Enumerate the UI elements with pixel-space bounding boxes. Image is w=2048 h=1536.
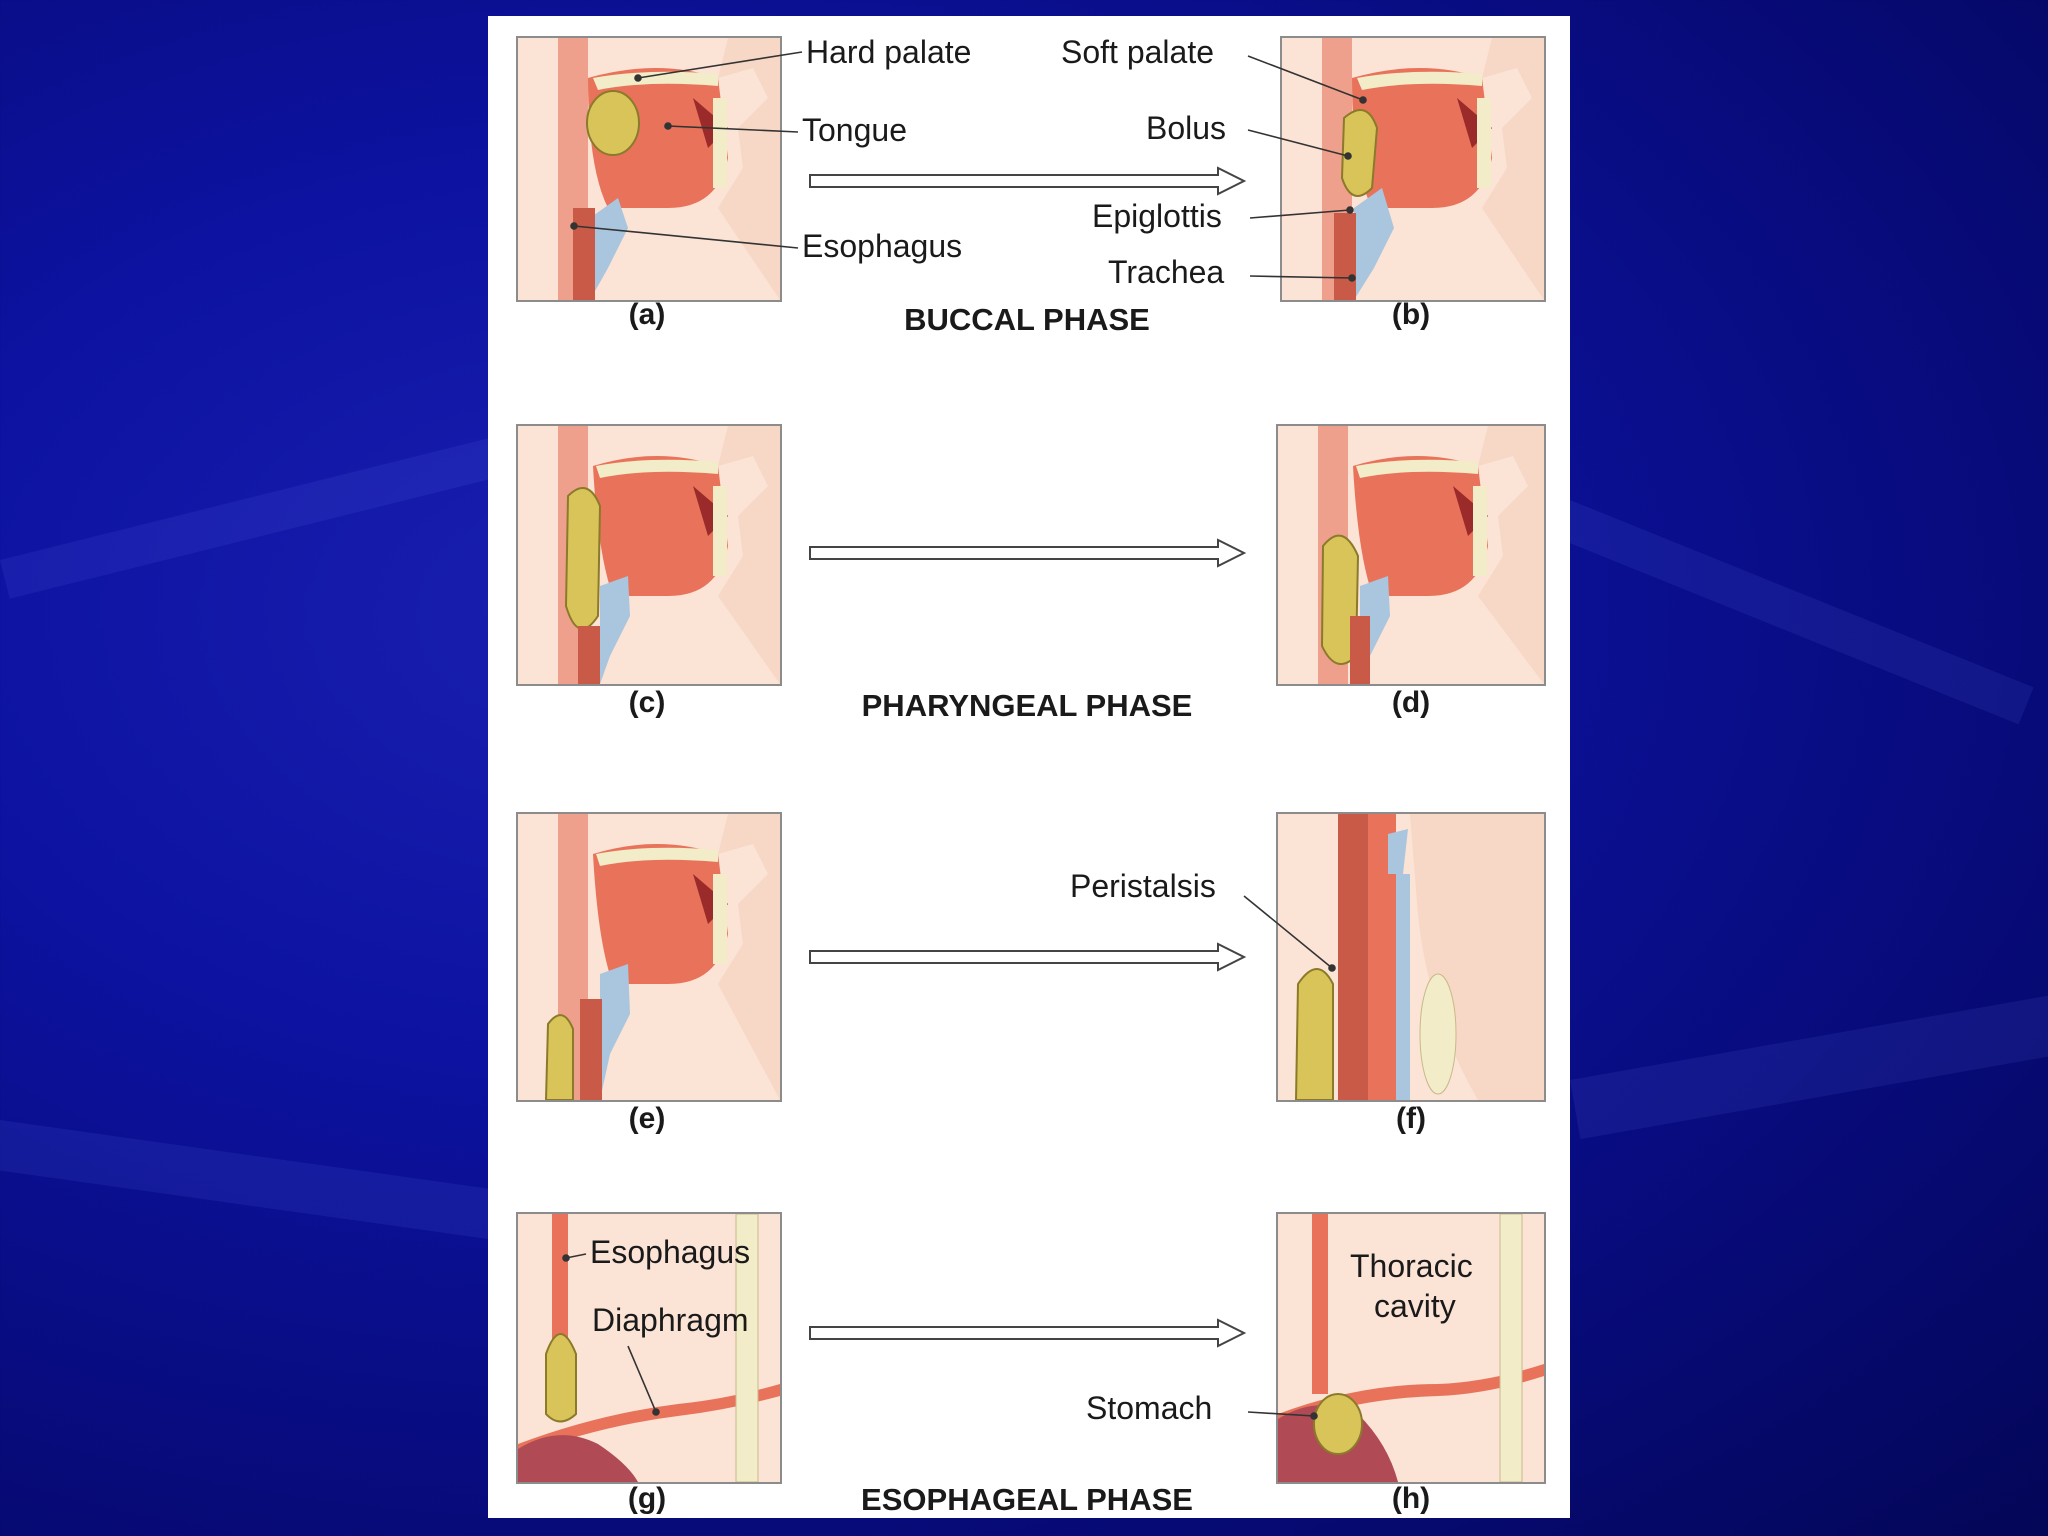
label-soft-palate: Soft palate	[1061, 34, 1214, 70]
label-bolus: Bolus	[1146, 110, 1227, 146]
arrow-c-to-d	[809, 538, 1247, 568]
illustration-b	[1280, 36, 1546, 302]
label-stomach: Stomach	[1086, 1390, 1213, 1426]
label-thoracic: Thoracic	[1350, 1248, 1473, 1284]
phase-title-buccal: BUCCAL PHASE	[904, 302, 1150, 337]
background-streak	[0, 1120, 515, 1242]
phase-title-esophageal: ESOPHAGEAL PHASE	[861, 1482, 1193, 1517]
label-trachea: Trachea	[1108, 254, 1225, 290]
label-hard-palate: Hard palate	[806, 34, 972, 70]
illustration-e	[516, 812, 782, 1102]
panel-label-a: (a)	[628, 298, 666, 331]
illustration-d	[1276, 424, 1546, 686]
panel-label-h: (h)	[1391, 1482, 1431, 1515]
arrow-g-to-h	[809, 1318, 1247, 1348]
figure-panel: (a) (b) BUCCAL PHASE Hard palate Tongue …	[488, 16, 1570, 1518]
panel-label-c: (c)	[628, 686, 666, 719]
panel-label-b: (b)	[1391, 298, 1431, 331]
illustration-g	[516, 1212, 782, 1484]
illustration-a	[516, 36, 782, 302]
label-tongue: Tongue	[802, 112, 907, 148]
illustration-h	[1276, 1212, 1546, 1484]
illustration-f	[1276, 812, 1546, 1102]
label-cavity: cavity	[1374, 1288, 1456, 1324]
background-streak	[1555, 500, 2034, 725]
background-streak	[1570, 993, 2048, 1140]
label-esophagus-a: Esophagus	[802, 228, 963, 264]
panel-label-e: (e)	[628, 1102, 666, 1135]
panel-label-d: (d)	[1391, 686, 1431, 719]
background-streak	[0, 434, 515, 599]
arrow-e-to-f	[809, 942, 1247, 972]
label-epiglottis: Epiglottis	[1092, 198, 1222, 234]
arrow-a-to-b	[809, 166, 1247, 196]
label-esophagus-g: Esophagus	[590, 1234, 751, 1270]
illustration-c	[516, 424, 782, 686]
panel-label-f: (f)	[1396, 1102, 1426, 1135]
panel-label-g: (g)	[627, 1482, 667, 1515]
label-diaphragm: Diaphragm	[592, 1302, 749, 1338]
label-peristalsis: Peristalsis	[1070, 868, 1216, 904]
phase-title-pharyngeal: PHARYNGEAL PHASE	[861, 688, 1193, 723]
